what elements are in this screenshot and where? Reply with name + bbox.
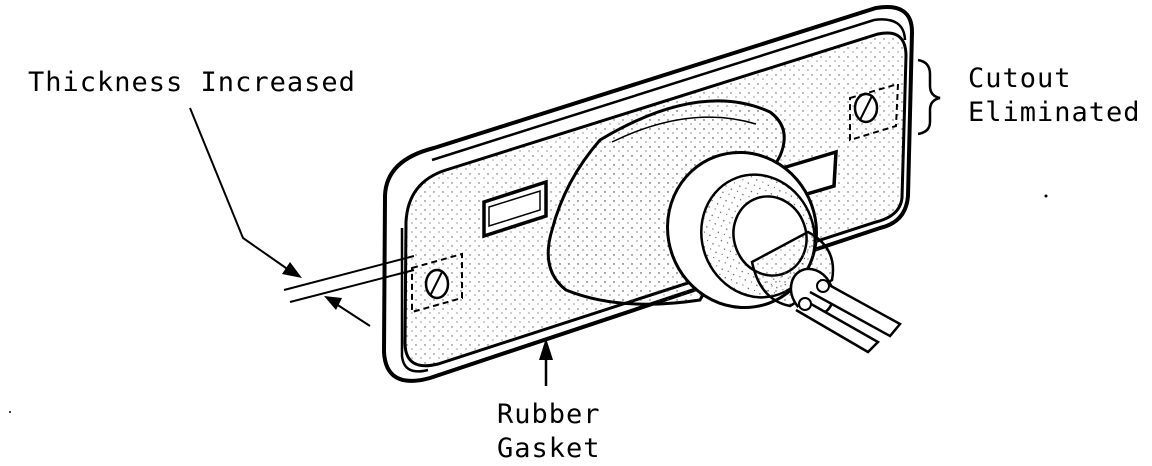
right-cutout-dashed (849, 82, 900, 142)
cutout-bracket (917, 58, 941, 136)
cutout-label-line1: Cutout (968, 63, 1072, 94)
thickness-extension-upper (283, 255, 415, 291)
gasket-label-line1: Rubber (497, 399, 601, 430)
thickness-leader-line (189, 107, 297, 276)
left-hole-mark (429, 271, 443, 297)
gasket-arrowhead (539, 338, 553, 360)
gasket-label-line2: Gasket (497, 433, 601, 464)
thickness-arrowhead-lower (324, 296, 342, 310)
thickness-arrowhead-upper (282, 262, 302, 278)
lens-dome-highlight (611, 116, 757, 143)
cutout-label-line2: Eliminated (968, 97, 1141, 128)
right-hole-mark (859, 95, 873, 121)
cutout-eliminated-label: Cutout Eliminated (968, 62, 1141, 130)
thickness-extension-lower (289, 269, 415, 303)
wire-end-1 (816, 279, 830, 293)
rubber-gasket-label: Rubber Gasket (497, 398, 601, 466)
stray-dot (9, 411, 11, 413)
wire-lower (795, 298, 881, 354)
stray-dot (1044, 194, 1048, 198)
thickness-increased-label: Thickness Increased (28, 67, 356, 98)
wire-upper (809, 278, 902, 338)
gasket-inner-edge (431, 18, 907, 162)
gasket-left-edge (400, 228, 429, 373)
left-cutout-dashed (411, 252, 463, 314)
left-slot-inner (488, 189, 541, 228)
wire-end-2 (798, 297, 812, 311)
